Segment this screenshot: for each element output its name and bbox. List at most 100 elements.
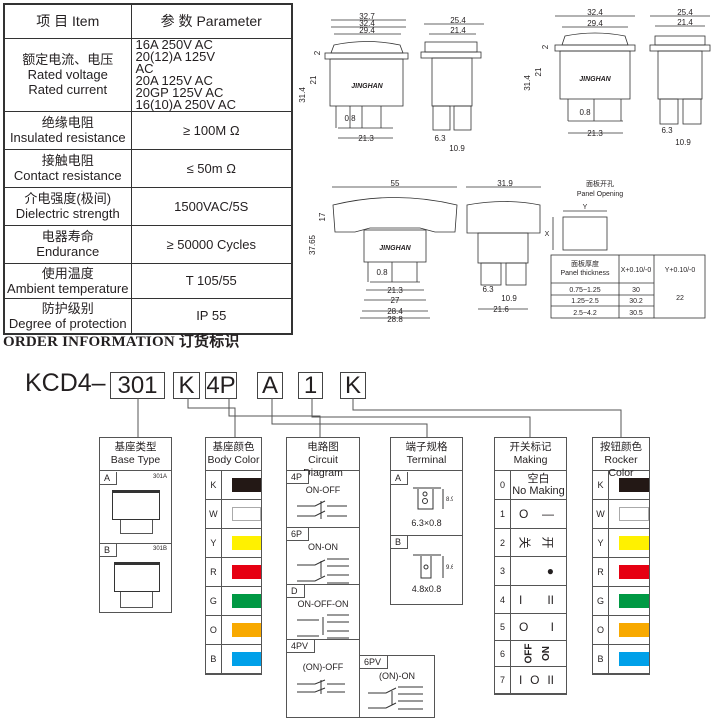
making-text: 空白 <box>527 473 550 485</box>
dim-label: 2 <box>313 50 322 55</box>
rocker_color-option-K: K <box>593 471 649 500</box>
dim-label: 29.4 <box>359 26 375 35</box>
making-symbol-left: I <box>519 673 523 687</box>
color-swatch <box>619 623 649 637</box>
making-code: 3 <box>495 557 511 585</box>
making-symbol-right: II <box>547 592 554 607</box>
code-making: 1 <box>298 372 323 399</box>
making-symbol-right: I <box>550 620 554 634</box>
dim-label: 55 <box>391 179 400 188</box>
circuit-tag: 6P <box>287 528 310 541</box>
panel-x-label: X <box>545 231 550 238</box>
dim-label: 32.4 <box>587 8 603 17</box>
spec-label: 介电强度(极间)Dielectric strength <box>3 186 132 226</box>
terminal-size: 6.3×0.8 <box>411 518 442 528</box>
panel-title-en: Panel Opening <box>577 191 623 198</box>
terminal-size: 4.8x0.8 <box>411 584 442 594</box>
dim-label: 0.8 <box>579 108 591 117</box>
color-code: W <box>593 500 609 528</box>
making-code: 0 <box>495 471 511 499</box>
making-symbol-left: O <box>519 507 529 521</box>
circuit-option-4P: 4P ON-OFF <box>287 471 359 528</box>
dim-label: 25.4 <box>677 8 693 17</box>
order-title: ORDER INFORMATION 订货标识 <box>3 334 240 350</box>
making-code: 7 <box>495 667 511 693</box>
code-rocker-color: K <box>340 372 366 399</box>
circuit-name: ON-ON <box>308 542 338 552</box>
dim-label: 21.4 <box>677 18 693 27</box>
dimension-drawings: JINGHAN JINGHAN JINGHAN 32.7 32.4 29.4 2… <box>298 8 711 324</box>
circuit-option-D: D ON-OFF-ON <box>287 585 359 640</box>
svg-text:8.9: 8.9 <box>446 497 453 503</box>
spec-value: ≤ 50m Ω <box>130 148 293 188</box>
color-swatch <box>231 565 261 579</box>
spec-value: ≥ 50000 Cycles <box>130 224 293 264</box>
rocker_color-option-R: R <box>593 558 649 587</box>
circuit-option-4PV: 4PV (ON)-OFF <box>287 640 359 708</box>
dim-label: 21.3 <box>387 286 403 295</box>
code-circuit: 4P <box>205 372 237 399</box>
dim-label: 0.8 <box>376 268 388 277</box>
dim-label: 25.4 <box>450 16 466 25</box>
circuit-tag: 6PV <box>360 656 389 669</box>
code-base-type: 301 <box>110 372 165 399</box>
dim-label: 21.4 <box>450 26 466 35</box>
dim-label: 32.4 <box>359 19 375 28</box>
color-code: G <box>206 587 222 615</box>
brand-logo: JINGHAN <box>379 245 411 252</box>
body_color-option-R: R <box>206 558 261 587</box>
panel-table-header: 面板厚度 <box>571 259 599 268</box>
making-symbol-right: ● <box>546 564 554 578</box>
rocker_color-option-Y: Y <box>593 529 649 558</box>
spec-value: IP 55 <box>130 297 293 335</box>
color-code: K <box>593 471 609 499</box>
making-symbol-left: OFF <box>523 643 535 664</box>
circuit-diagram-icon <box>297 679 345 694</box>
circuit-name: ON-OFF-ON <box>297 599 349 609</box>
model-label: 301B <box>152 546 167 552</box>
rocker_color-option-G: G <box>593 587 649 616</box>
panel-cell: 30.2 <box>629 298 643 305</box>
base-type-a: A <box>100 472 118 485</box>
rocker_color-option-W: W <box>593 500 649 529</box>
circuit-name: (ON)-ON <box>379 671 415 681</box>
color-code: R <box>206 558 222 586</box>
color-swatch <box>619 594 649 608</box>
panel-cell: 30.5 <box>629 310 643 317</box>
spec-value: ≥ 100M Ω <box>130 110 293 150</box>
color-code: K <box>206 471 222 499</box>
making-code: 5 <box>495 614 511 640</box>
color-code: O <box>593 616 609 644</box>
making-code: 1 <box>495 500 511 528</box>
making-code: 4 <box>495 586 511 613</box>
dim-label: 31.9 <box>497 179 513 188</box>
making-symbol-left: I <box>519 592 523 607</box>
terminal-a: A <box>391 472 409 485</box>
terminal-a-icon: 8.9 <box>413 487 453 510</box>
making-code: 2 <box>495 529 511 556</box>
color-code: O <box>206 616 222 644</box>
color-swatch <box>231 652 261 666</box>
making-option-3: 3● <box>495 557 566 586</box>
dim-label: 21 <box>534 67 543 76</box>
dim-label: 21.3 <box>587 129 603 138</box>
rocker_color-option-O: O <box>593 616 649 645</box>
dim-label: 28.8 <box>387 315 403 324</box>
color-swatch <box>231 594 261 608</box>
dim-label: 6.3 <box>661 126 673 135</box>
panel-table-header-y: Y+0.10/-0 <box>665 267 696 274</box>
terminal-b: B <box>391 536 409 549</box>
panel-table-header-x: X+0.10/-0 <box>621 267 652 274</box>
panel-cell: 0.75~1.25 <box>569 287 600 294</box>
color-swatch <box>619 536 649 550</box>
